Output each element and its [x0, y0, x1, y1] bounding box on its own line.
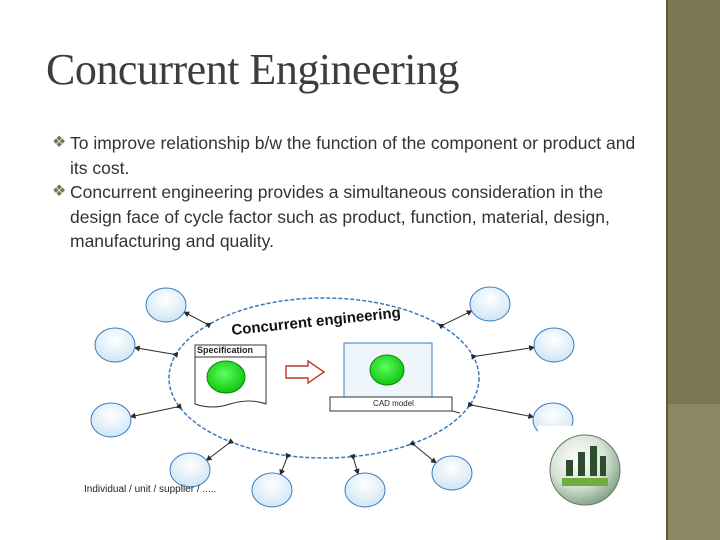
bullet-list: ❖ To improve relationship b/w the functi…: [52, 131, 652, 254]
diagram-caption: Individual / unit / supplier / .....: [84, 484, 217, 495]
connector-arrow: [129, 403, 182, 419]
stakeholder-node: [145, 287, 187, 323]
connector-arrow: [470, 345, 536, 360]
central-ring: [168, 297, 480, 459]
connector-arrow: [467, 401, 535, 419]
cad-base-dots: [451, 410, 461, 414]
specification-label: Specification: [197, 345, 254, 355]
connector-arrow: [438, 310, 473, 330]
cad-green-dot: [369, 354, 405, 386]
cad-base: [329, 396, 453, 412]
connector-arrow: [133, 345, 179, 358]
slide-title: Concurrent Engineering: [46, 45, 459, 94]
bullet-text: Concurrent engineering provides a simult…: [70, 182, 610, 251]
stakeholder-node: [533, 327, 575, 363]
specification-header: [194, 344, 267, 358]
stakeholder-node: [251, 472, 293, 508]
logo-globe: [538, 426, 644, 514]
sidebar-edge: [666, 0, 668, 540]
stakeholder-node: [90, 402, 132, 438]
sidebar-notch: [666, 404, 720, 540]
stakeholder-node: [469, 286, 511, 322]
stakeholder-node: [94, 327, 136, 363]
connector-arrow: [183, 311, 212, 329]
specification-green-dot: [206, 360, 246, 394]
cad-model-label: CAD model: [373, 399, 414, 408]
bullet-item: ❖ To improve relationship b/w the functi…: [52, 131, 652, 180]
bullet-icon: ❖: [52, 183, 67, 200]
stakeholder-node: [169, 452, 211, 488]
bullet-icon: ❖: [52, 134, 67, 151]
connector-arrow: [279, 452, 292, 476]
stakeholder-node: [344, 472, 386, 508]
transform-arrow-icon: [285, 359, 326, 385]
stakeholder-node: [431, 455, 473, 491]
bullet-text: To improve relationship b/w the function…: [70, 133, 636, 178]
connector-arrow: [409, 439, 437, 464]
bullet-item: ❖ Concurrent engineering provides a simu…: [52, 180, 652, 254]
connector-arrow: [349, 453, 360, 475]
connector-arrow: [205, 438, 235, 461]
